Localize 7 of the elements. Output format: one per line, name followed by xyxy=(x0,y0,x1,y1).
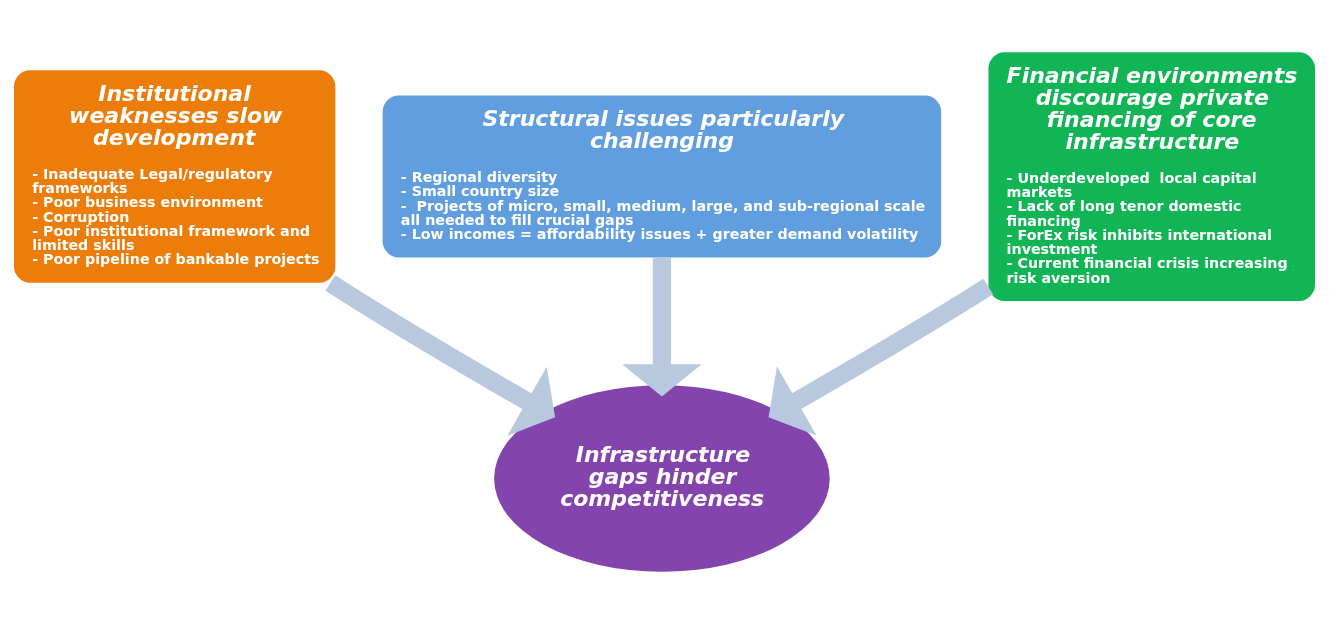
arrow xyxy=(768,278,994,436)
node-ellipse: Infrastructure gaps hinder competitiveness xyxy=(494,384,830,572)
node-box: Structural issues particularly challenging - Regional diversity - Small country size - Projects of micro, small, medium, large, and sub-regional scale all needed to fill crucial gaps - Low incomes = affordability issues + greater demand volatility xyxy=(382,95,942,258)
node-box: Institutional weaknesses slow development - Inadequate Legal/regulatory frameworks - Poor business environment - Corruption - Poor institutional framework and limited skills - Poor pipeline of bankable projects xyxy=(14,69,336,283)
arrow xyxy=(325,274,556,436)
arrow xyxy=(622,257,702,397)
node-box: Financial environments discourage private financing of core infrastructure - Underdeveloped local capital markets - Lack of long tenor domestic financing - ForEx risk inhibits international investment - Current financial crisis increasing risk aversion xyxy=(988,51,1315,301)
